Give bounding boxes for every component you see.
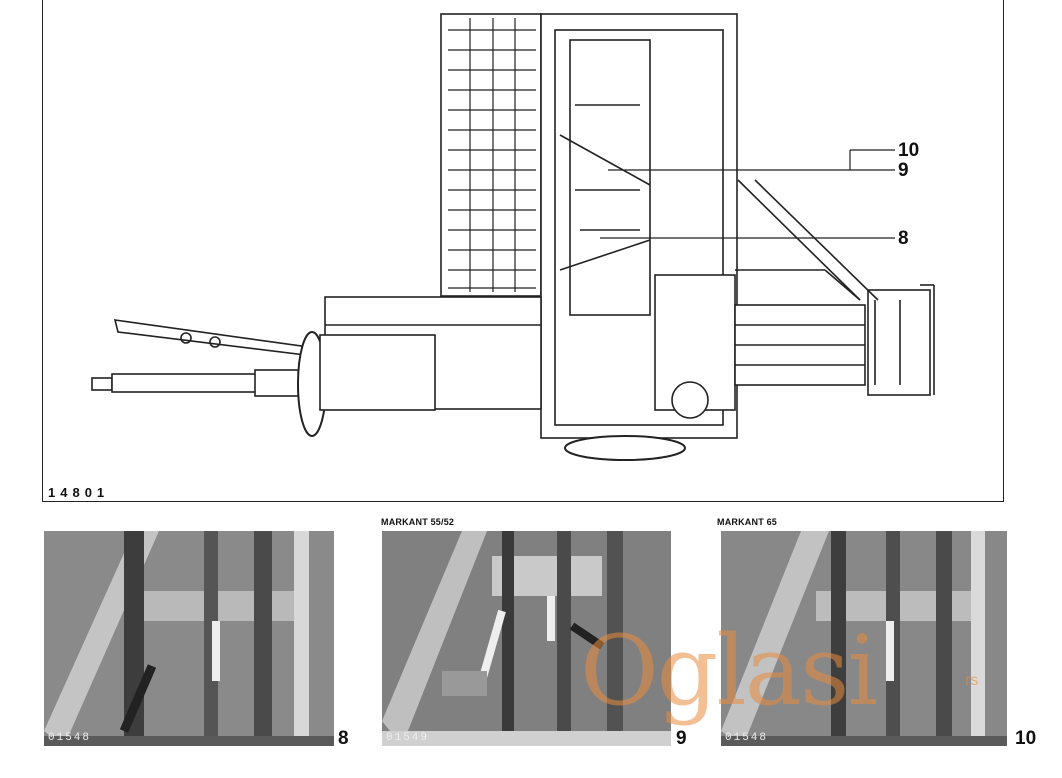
photo-label-10: 10 — [1015, 728, 1037, 749]
oglasi-watermark: Oglasi — [580, 615, 878, 727]
callout-8: 8 — [898, 228, 909, 249]
photo-caption-markant-55-52: MARKANT 55/52 — [381, 517, 455, 527]
photo-code: 01549 — [386, 732, 430, 744]
photo-code: 01548 — [48, 732, 92, 744]
baler-line-drawing — [91, 13, 935, 461]
photo-8: 01548 — [44, 531, 334, 746]
photo-label-8: 8 — [338, 728, 349, 749]
oglasi-watermark-suffix: rs — [965, 672, 979, 689]
photo-10: 01548 — [721, 531, 1007, 746]
photo-code: 01548 — [725, 732, 769, 744]
photo-9: 01549 — [382, 531, 671, 746]
photo-label-9: 9 — [676, 728, 687, 749]
callout-9: 9 — [898, 160, 909, 181]
photo-caption-markant-65: MARKANT 65 — [717, 517, 778, 527]
callout-10: 10 — [898, 140, 920, 161]
figure-number: 14801 — [48, 485, 110, 500]
